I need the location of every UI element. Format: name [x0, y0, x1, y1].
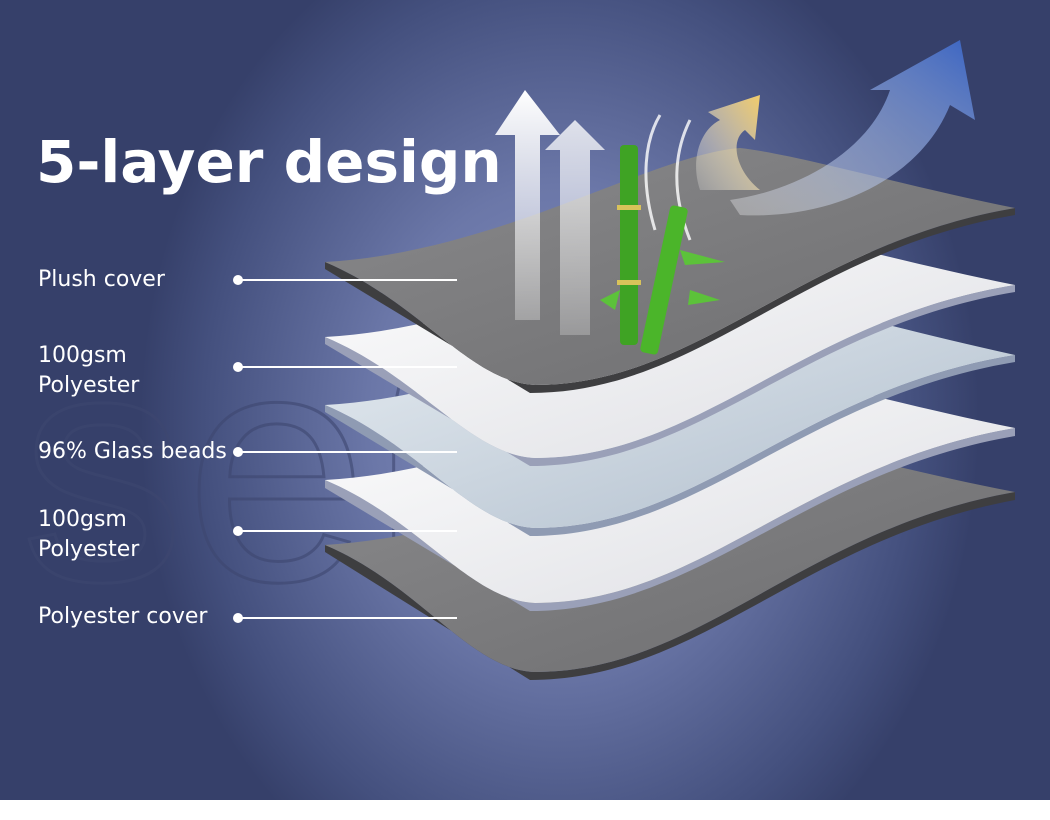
page-title: 5-layer design	[36, 128, 502, 196]
label-text: 100gsm	[38, 343, 127, 368]
label-plush-cover: Plush cover	[38, 265, 165, 295]
label-text: 100gsm	[38, 507, 127, 532]
layer-illustration: setie	[19, 40, 1015, 680]
label-glass-beads: 96% Glass beads	[38, 437, 227, 467]
label-text: Plush cover	[38, 267, 165, 292]
label-text: Polyester	[38, 373, 140, 398]
pointer-line	[238, 451, 457, 453]
label-text: 96% Glass beads	[38, 439, 227, 464]
label-polyester-cover: Polyester cover	[38, 602, 207, 632]
airflow-arrows-icon	[495, 40, 975, 335]
pointer-line	[238, 617, 457, 619]
label-text: Polyester	[38, 537, 140, 562]
pointer-line	[238, 530, 457, 532]
bamboo-icon	[600, 145, 725, 355]
pointer-line	[238, 366, 457, 368]
product-diagram: setie	[0, 0, 1050, 800]
pointer-line	[238, 279, 457, 281]
label-text: Polyester cover	[38, 604, 208, 629]
